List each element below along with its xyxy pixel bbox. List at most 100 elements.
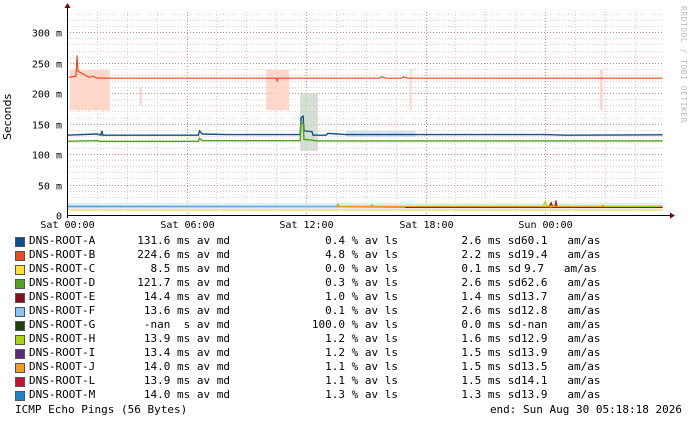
legend-name: DNS-ROOT-L	[29, 374, 96, 387]
legend-name: DNS-ROOT-B	[29, 248, 96, 261]
legend-avg-median: 13.4 ms av md	[143, 346, 230, 359]
legend-stddev: 0.1 ms sd	[461, 262, 521, 275]
y-tick-label: 200 m	[32, 90, 62, 101]
legend-swatch	[15, 293, 25, 303]
series-smoke	[409, 70, 412, 111]
series-line	[66, 121, 663, 143]
footer-title: ICMP Echo Pings (56 Bytes)	[15, 403, 188, 416]
x-tick-label: Sun 00:00	[518, 220, 572, 231]
legend-am-as: -nan am/as	[521, 318, 601, 331]
series-smoke	[599, 70, 603, 111]
legend-avg-median: 13.6 ms av md	[143, 304, 230, 317]
legend-avg-loss: 1.3 % av ls	[325, 388, 398, 401]
x-tick-label: Sat 12:00	[279, 220, 333, 231]
legend-name: DNS-ROOT-I	[29, 346, 96, 359]
x-axis-arrow	[670, 212, 675, 219]
legend-stddev: 1.3 ms sd	[461, 388, 521, 401]
legend-avg-loss: 0.0 % av ls	[325, 262, 398, 275]
legend-swatch	[15, 377, 25, 387]
legend-name: DNS-ROOT-H	[29, 332, 96, 345]
legend-avg-median: 224.6 ms av md	[137, 248, 230, 261]
legend-swatch	[15, 237, 25, 247]
legend-swatch	[15, 279, 25, 289]
legend-am-as: 13.9 am/as	[521, 346, 601, 359]
legend-stddev: 1.6 ms sd	[461, 332, 521, 345]
series-line	[66, 115, 663, 137]
legend-stddev: 1.4 ms sd	[461, 290, 521, 303]
series-smoke	[300, 93, 318, 152]
y-tick-label: 150 m	[32, 121, 62, 132]
legend-avg-loss: 0.3 % av ls	[325, 276, 398, 289]
legend-am-as: 12.9 am/as	[521, 332, 601, 345]
legend-am-as: 9.7 am/as	[524, 262, 597, 275]
legend-name: DNS-ROOT-E	[29, 290, 96, 303]
legend-swatch	[15, 307, 25, 317]
legend-avg-loss: 0.1 % av ls	[325, 304, 398, 317]
legend-swatch	[15, 349, 25, 359]
legend-avg-median: 13.9 ms av md	[143, 374, 230, 387]
y-axis-label: Seconds	[1, 93, 14, 140]
legend-name: DNS-ROOT-G	[29, 318, 96, 331]
legend-swatch	[15, 391, 25, 401]
y-tick-label: 0	[56, 212, 62, 223]
x-tick-label: Sat 00:00	[40, 220, 94, 231]
legend-avg-median: 14.4 ms av md	[143, 290, 230, 303]
y-tick-label: 100 m	[32, 151, 62, 162]
legend-stddev: 1.5 ms sd	[461, 346, 521, 359]
watermark: RRDTOOL / TOBI OETIKER	[679, 6, 688, 123]
legend-avg-loss: 4.8 % av ls	[325, 248, 398, 261]
legend-am-as: 60.1 am/as	[521, 234, 601, 247]
legend-am-as: 14.1 am/as	[521, 374, 601, 387]
legend-swatch	[15, 265, 25, 275]
legend-am-as: 13.7 am/as	[521, 290, 601, 303]
x-tick-label: Sat 18:00	[399, 220, 453, 231]
legend-stddev: 1.5 ms sd	[461, 360, 521, 373]
legend-stddev: 2.2 ms sd	[461, 248, 521, 261]
legend-avg-loss: 100.0 % av ls	[311, 318, 398, 331]
legend-swatch	[15, 321, 25, 331]
legend-name: DNS-ROOT-M	[29, 388, 96, 401]
legend-avg-median: 121.7 ms av md	[137, 276, 230, 289]
legend-name: DNS-ROOT-A	[29, 234, 96, 247]
legend-name: DNS-ROOT-D	[29, 276, 96, 289]
legend-avg-median: 14.0 ms av md	[143, 360, 230, 373]
footer-end-time: end: Sun Aug 30 05:18:18 2026	[489, 403, 682, 416]
legend-am-as: 19.4 am/as	[521, 248, 601, 261]
x-tick-label: Sat 06:00	[160, 220, 214, 231]
legend-avg-loss: 1.2 % av ls	[325, 346, 398, 359]
legend-name: DNS-ROOT-F	[29, 304, 96, 317]
y-axis-arrow	[64, 3, 71, 8]
legend-swatch	[15, 335, 25, 345]
series-line	[542, 200, 663, 208]
legend-avg-median: 131.6 ms av md	[137, 234, 230, 247]
legend-stddev: 2.6 ms sd	[461, 276, 521, 289]
legend-avg-loss: 1.2 % av ls	[325, 332, 398, 345]
series-line	[335, 203, 606, 208]
legend-avg-median: 8.5 ms av md	[150, 262, 230, 275]
series-smoke	[139, 87, 142, 106]
plot-area: 0 50 m 100 m 150 m 200 m 250 m 300 m Sat 00:00 S…	[32, 3, 675, 231]
legend-avg-loss: 1.1 % av ls	[325, 360, 398, 373]
y-tick-label: 300 m	[32, 29, 62, 40]
legend-avg-loss: 1.0 % av ls	[325, 290, 398, 303]
legend-am-as: 13.5 am/as	[521, 360, 601, 373]
legend-swatch	[15, 363, 25, 373]
y-tick-label: 250 m	[32, 60, 62, 71]
series-line	[68, 55, 663, 83]
y-tick-label: 50 m	[38, 182, 62, 193]
legend-avg-median: 13.9 ms av md	[143, 332, 230, 345]
legend-avg-loss: 0.4 % av ls	[325, 234, 398, 247]
legend-avg-loss: 1.1 % av ls	[325, 374, 398, 387]
legend-stddev: 0.0 ms sd	[461, 318, 521, 331]
legend-avg-median: 14.0 ms av md	[143, 388, 230, 401]
legend-stddev: 2.6 ms sd	[461, 234, 521, 247]
legend-am-as: 13.9 am/as	[521, 388, 601, 401]
legend-swatch	[15, 251, 25, 261]
legend-stddev: 2.6 ms sd	[461, 304, 521, 317]
legend-name: DNS-ROOT-C	[29, 262, 96, 275]
legend-stddev: 1.5 ms sd	[461, 374, 521, 387]
legend-am-as: 62.6 am/as	[521, 276, 601, 289]
series-smoke	[266, 70, 290, 111]
legend-avg-median: -nan s av md	[143, 318, 230, 331]
legend-name: DNS-ROOT-J	[29, 360, 96, 373]
